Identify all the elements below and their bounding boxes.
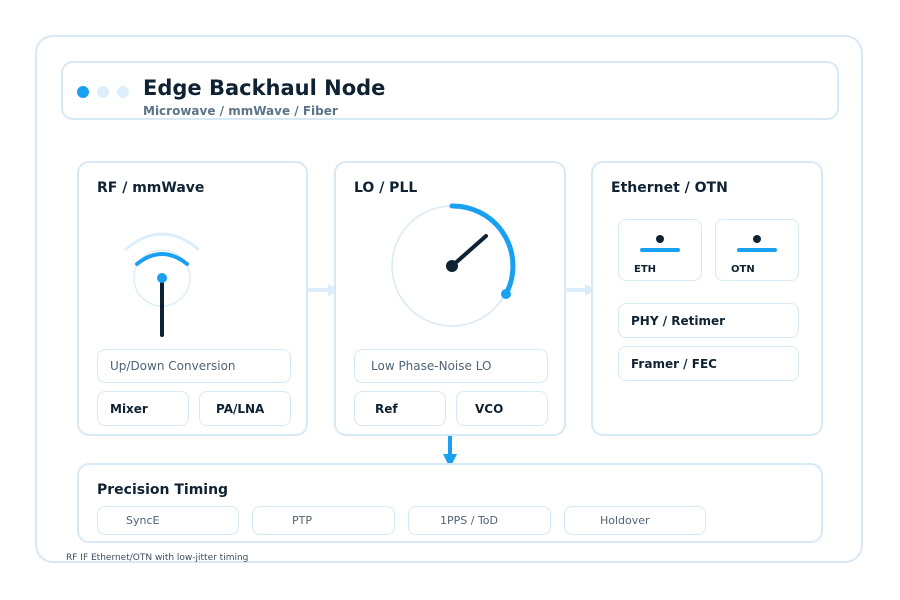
precision-timing-title: Precision Timing [97,482,229,498]
window-dot-1 [77,86,89,98]
rf-card-title: RF / mmWave [97,180,205,196]
footer-caption: RF IF Ethernet/OTN with low-jitter timin… [66,553,249,563]
low-phase-noise-lo-box: Low Phase-Noise LO [354,349,548,383]
ref-box: Ref [354,391,446,426]
otn-chip-bar [737,248,777,252]
page-subtitle: Microwave / mmWave / Fiber [143,104,338,118]
pa-lna-box: PA/LNA [199,391,291,426]
vco-box: VCO [456,391,548,426]
antenna-icon [124,232,200,337]
phy-retimer-box: PHY / Retimer [618,303,799,338]
lo-pll-card-title: LO / PLL [354,180,418,196]
rf-card: RF / mmWave Up/Down Conversion Mixer PA/… [77,161,308,436]
timing-item-1pps-tod: 1PPS / ToD [408,506,551,535]
dial-gauge-icon [391,203,516,327]
up-down-conversion-box: Up/Down Conversion [97,349,291,383]
otn-chip-label: OTN [731,264,755,275]
ethernet-otn-card-title: Ethernet / OTN [611,180,728,196]
timing-item-ptp: PTP [252,506,395,535]
page-title: Edge Backhaul Node [143,76,386,100]
eth-chip-bar [640,248,680,252]
otn-chip: OTN [715,219,799,281]
lo-pll-card: LO / PLL Low Phase-Noise LO Ref VCO [334,161,566,436]
window-dot-3 [117,86,129,98]
eth-chip-label: ETH [634,264,657,275]
otn-chip-indicator [753,235,761,243]
window-dot-2 [97,86,109,98]
eth-chip: ETH [618,219,702,281]
precision-timing-panel: Precision Timing SyncE PTP 1PPS / ToD Ho… [77,463,823,543]
timing-item-synce: SyncE [97,506,239,535]
timing-item-holdover: Holdover [564,506,706,535]
ethernet-otn-card: Ethernet / OTN ETH OTN PHY / Retimer Fra… [591,161,823,436]
eth-chip-indicator [656,235,664,243]
mixer-box: Mixer [97,391,189,426]
framer-fec-box: Framer / FEC [618,346,799,381]
header-panel: Edge Backhaul Node Microwave / mmWave / … [61,61,839,120]
